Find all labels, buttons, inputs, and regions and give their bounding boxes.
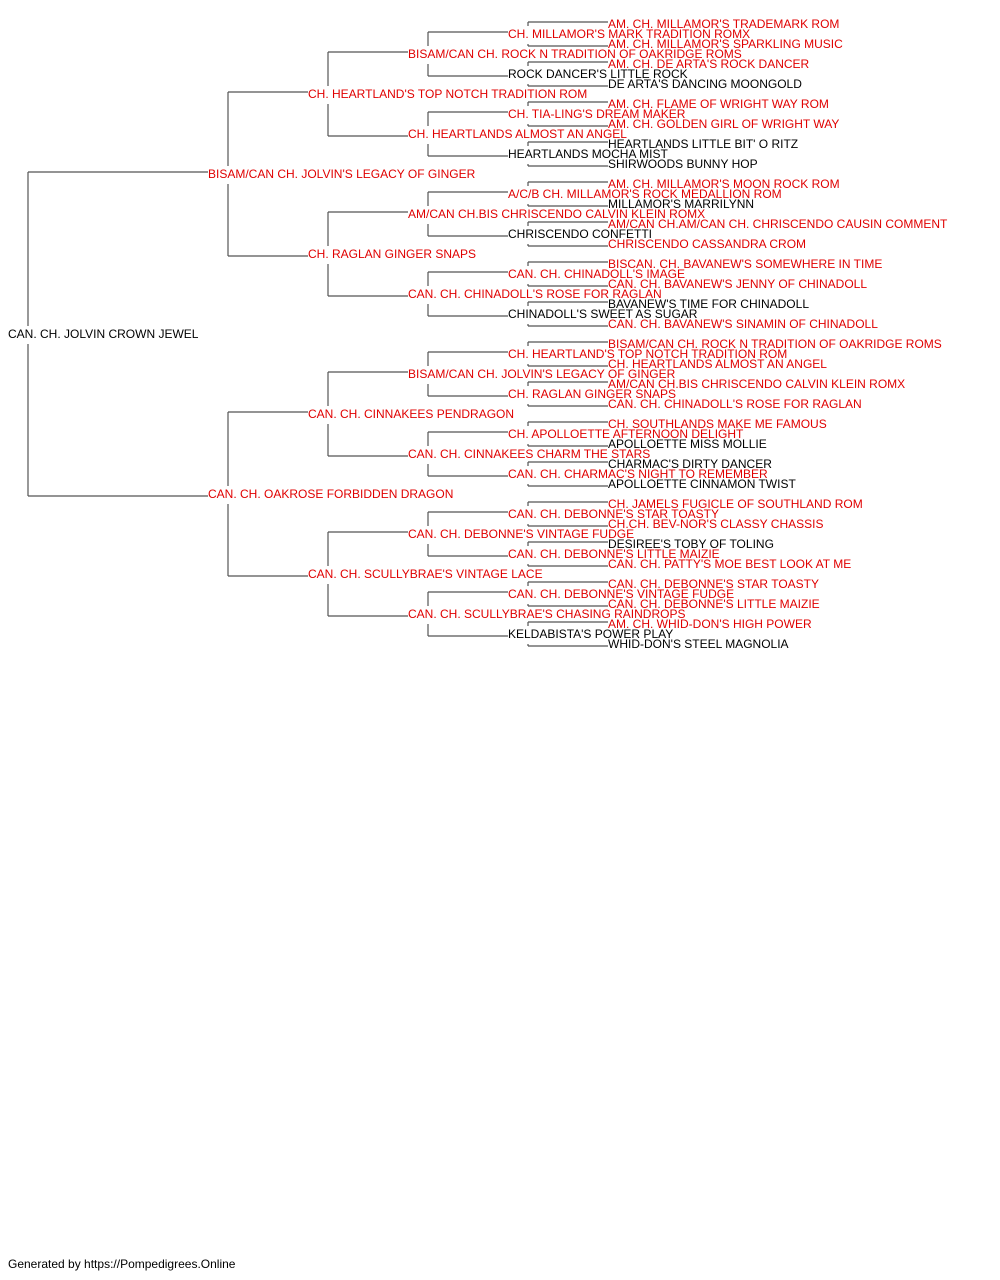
- pedigree-entry-gen5: AM/CAN CH.AM/CAN CH. CHRISCENDO CAUSIN C…: [608, 217, 948, 231]
- pedigree-entry-gen5: CHARMAC'S DIRTY DANCER: [608, 457, 772, 471]
- pedigree-entry-gen5: AM. CH. MILLAMOR'S TRADEMARK ROM: [608, 17, 840, 31]
- pedigree-entry-gen5: APOLLOETTE CINNAMON TWIST: [608, 477, 796, 491]
- pedigree-entry-gen5: CH. SOUTHLANDS MAKE ME FAMOUS: [608, 417, 827, 431]
- pedigree-entry-gen4: CAN. CH. CHINADOLL'S IMAGE: [508, 267, 685, 281]
- pedigree-entry-gen3: CAN. CH. DEBONNE'S VINTAGE FUDGE: [408, 527, 635, 541]
- pedigree-entry-gen5: APOLLOETTE MISS MOLLIE: [608, 437, 767, 451]
- pedigree-entry-gen4: CAN. CH. DEBONNE'S STAR TOASTY: [508, 507, 719, 521]
- pedigree-entry-gen5: BISCAN. CH. BAVANEW'S SOMEWHERE IN TIME: [608, 257, 883, 271]
- pedigree-entry-gen5: MILLAMOR'S MARRILYNN: [608, 197, 755, 211]
- pedigree-entry-gen5: SHIRWOODS BUNNY HOP: [608, 157, 758, 171]
- pedigree-entry-gen3: BISAM/CAN CH. ROCK N TRADITION OF OAKRID…: [408, 47, 742, 61]
- footer-credit: Generated by https://Pompedigrees.Online: [8, 1257, 236, 1271]
- pedigree-entry-gen5: BAVANEW'S TIME FOR CHINADOLL: [608, 297, 809, 311]
- pedigree-entry-gen5: AM. CH. FLAME OF WRIGHT WAY ROM: [608, 97, 829, 111]
- pedigree-entry-gen4: CAN. CH. CHARMAC'S NIGHT TO REMEMBER: [508, 467, 768, 481]
- pedigree-entry-gen5: AM. CH. GOLDEN GIRL OF WRIGHT WAY: [608, 117, 840, 131]
- pedigree-entry-gen3: CAN. CH. CINNAKEES CHARM THE STARS: [408, 447, 651, 461]
- pedigree-entry-gen5: CAN. CH. CHINADOLL'S ROSE FOR RAGLAN: [608, 397, 862, 411]
- pedigree-entry-gen2: CH. RAGLAN GINGER SNAPS: [308, 247, 477, 261]
- pedigree-entry-gen5: CH.CH. BEV-NOR'S CLASSY CHASSIS: [608, 517, 824, 531]
- pedigree-entry-gen3: CAN. CH. CHINADOLL'S ROSE FOR RAGLAN: [408, 287, 662, 301]
- pedigree-entry-gen3: AM/CAN CH.BIS CHRISCENDO CALVIN KLEIN RO…: [408, 207, 706, 221]
- pedigree-entry-gen4: A/C/B CH. MILLAMOR'S ROCK MEDALLION ROM: [508, 187, 782, 201]
- pedigree-entry-gen5: BISAM/CAN CH. ROCK N TRADITION OF OAKRID…: [608, 337, 942, 351]
- pedigree-entry-gen3: CH. HEARTLANDS ALMOST AN ANGEL: [408, 127, 627, 141]
- pedigree-entry-gen4: ROCK DANCER'S LITTLE ROCK: [508, 67, 688, 81]
- pedigree-entry-gen4: CH. RAGLAN GINGER SNAPS: [508, 387, 677, 401]
- pedigree-entry-gen0: CAN. CH. JOLVIN CROWN JEWEL: [8, 327, 199, 341]
- pedigree-entry-gen5: CAN. CH. BAVANEW'S SINAMIN OF CHINADOLL: [608, 317, 878, 331]
- pedigree-entry-gen4: CH. MILLAMOR'S MARK TRADITION ROMX: [508, 27, 751, 41]
- pedigree-entry-gen4: CH. APOLLOETTE AFTERNOON DELIGHT: [508, 427, 744, 441]
- pedigree-entry-gen5: AM. CH. DE ARTA'S ROCK DANCER: [608, 57, 810, 71]
- pedigree-entry-gen5: CAN. CH. BAVANEW'S JENNY OF CHINADOLL: [608, 277, 868, 291]
- pedigree-entry-gen4: CHRISCENDO CONFETTI: [508, 227, 652, 241]
- pedigree-entry-gen4: CH. HEARTLAND'S TOP NOTCH TRADITION ROM: [508, 347, 788, 361]
- pedigree-entry-gen5: CH. JAMELS FUGICLE OF SOUTHLAND ROM: [608, 497, 863, 511]
- pedigree-entry-gen3: CAN. CH. SCULLYBRAE'S CHASING RAINDROPS: [408, 607, 686, 621]
- pedigree-entry-gen5: HEARTLANDS LITTLE BIT' O RITZ: [608, 137, 799, 151]
- pedigree-entry-gen5: CAN. CH. PATTY'S MOE BEST LOOK AT ME: [608, 557, 852, 571]
- pedigree-entry-gen5: DESIREE'S TOBY OF TOLING: [608, 537, 774, 551]
- pedigree-entry-gen5: CAN. CH. DEBONNE'S STAR TOASTY: [608, 577, 819, 591]
- pedigree-entry-gen1: CAN. CH. OAKROSE FORBIDDEN DRAGON: [208, 487, 454, 501]
- pedigree-entry-gen5: AM. CH. WHID-DON'S HIGH POWER: [608, 617, 812, 631]
- pedigree-entry-gen4: CH. TIA-LING'S DREAM MAKER: [508, 107, 686, 121]
- pedigree-entry-gen2: CAN. CH. CINNAKEES PENDRAGON: [308, 407, 515, 421]
- pedigree-entry-gen4: CAN. CH. DEBONNE'S VINTAGE FUDGE: [508, 587, 735, 601]
- pedigree-entry-gen5: WHID-DON'S STEEL MAGNOLIA: [608, 637, 789, 651]
- pedigree-entry-gen4: KELDABISTA'S POWER PLAY: [508, 627, 674, 641]
- pedigree-entry-gen4: HEARTLANDS MOCHA MIST: [508, 147, 668, 161]
- pedigree-entry-gen5: AM. CH. MILLAMOR'S MOON ROCK ROM: [608, 177, 840, 191]
- pedigree-entry-gen1: BISAM/CAN CH. JOLVIN'S LEGACY OF GINGER: [208, 167, 476, 181]
- pedigree-entry-gen4: CHINADOLL'S SWEET AS SUGAR: [508, 307, 698, 321]
- pedigree-entry-gen5: CHRISCENDO CASSANDRA CROM: [608, 237, 807, 251]
- pedigree-entry-gen5: CH. HEARTLANDS ALMOST AN ANGEL: [608, 357, 827, 371]
- pedigree-entry-gen5: DE ARTA'S DANCING MOONGOLD: [608, 77, 802, 91]
- pedigree-entry-gen4: CAN. CH. DEBONNE'S LITTLE MAIZIE: [508, 547, 720, 561]
- pedigree-entry-gen5: AM. CH. MILLAMOR'S SPARKLING MUSIC: [608, 37, 843, 51]
- pedigree-entry-gen2: CAN. CH. SCULLYBRAE'S VINTAGE LACE: [308, 567, 543, 581]
- pedigree-entry-gen5: CAN. CH. DEBONNE'S LITTLE MAIZIE: [608, 597, 820, 611]
- pedigree-entry-gen2: CH. HEARTLAND'S TOP NOTCH TRADITION ROM: [308, 87, 588, 101]
- pedigree-entry-gen5: AM/CAN CH.BIS CHRISCENDO CALVIN KLEIN RO…: [608, 377, 906, 391]
- pedigree-entry-gen3: BISAM/CAN CH. JOLVIN'S LEGACY OF GINGER: [408, 367, 676, 381]
